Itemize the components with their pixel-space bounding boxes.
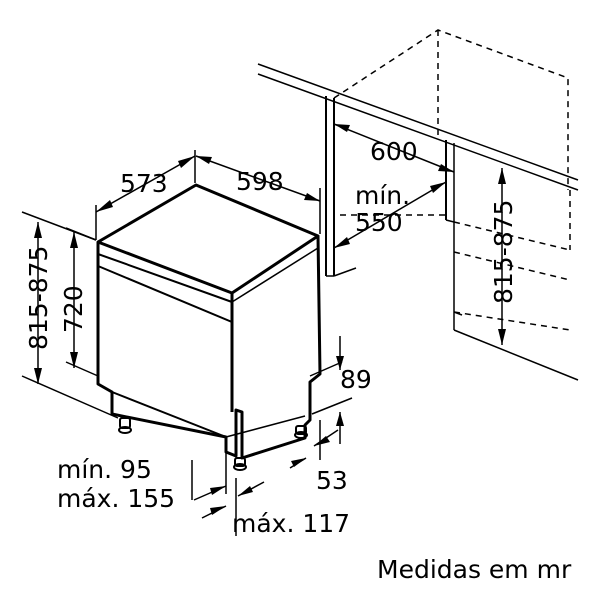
label-height-range-right: 815-875 [489,200,518,304]
foot-rear-right [295,425,307,435]
dishwasher-body [96,183,322,471]
units-note: Medidas em mr [377,555,572,584]
foot-front-right [234,457,246,467]
dimension-labels: 573 598 600 mín. 550 815-875 720 815-875… [24,137,572,584]
label-depth-573: 573 [120,169,168,198]
cabinet-niche [257,29,579,381]
label-door-max-117: máx. 117 [232,509,350,538]
label-foot-min-95: mín. 95 [57,455,152,484]
label-niche-width-600: 600 [370,137,418,166]
label-plinth-89: 89 [340,365,372,394]
label-niche-min-550: 550 [355,208,403,237]
label-foot-max-155: máx. 155 [57,484,175,513]
label-plinth-53: 53 [316,466,348,495]
label-width-598: 598 [236,167,284,196]
dimension-lines [21,123,506,536]
label-height-720: 720 [59,285,88,333]
label-niche-min: mín. [355,181,410,210]
label-height-range-left: 815-875 [24,246,53,350]
